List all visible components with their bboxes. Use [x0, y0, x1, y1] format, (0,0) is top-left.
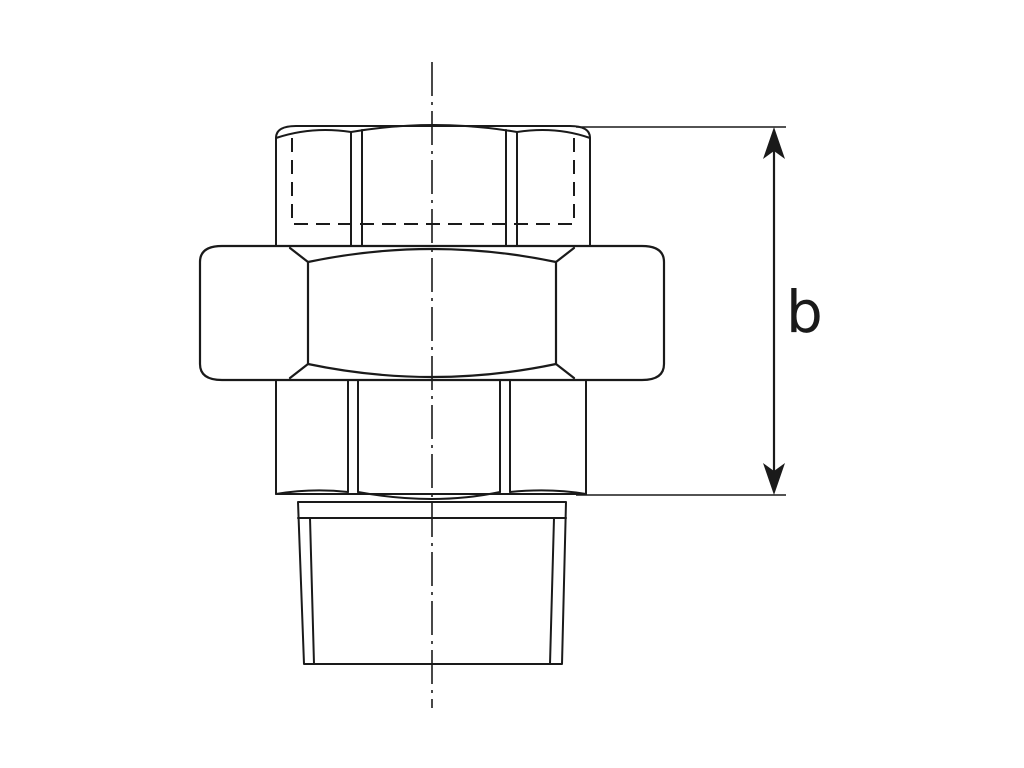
top-hex-nut [275, 124, 591, 247]
dimension-arrow-bottom [763, 463, 785, 495]
dimension-label: b [786, 278, 823, 346]
dimension-line-b [763, 127, 785, 495]
hidden-thread-outline [291, 138, 575, 225]
center-hex-nut [198, 244, 666, 382]
threaded-end [297, 501, 567, 665]
lower-hex-body [275, 379, 587, 500]
dimension-arrow-top [763, 127, 785, 159]
